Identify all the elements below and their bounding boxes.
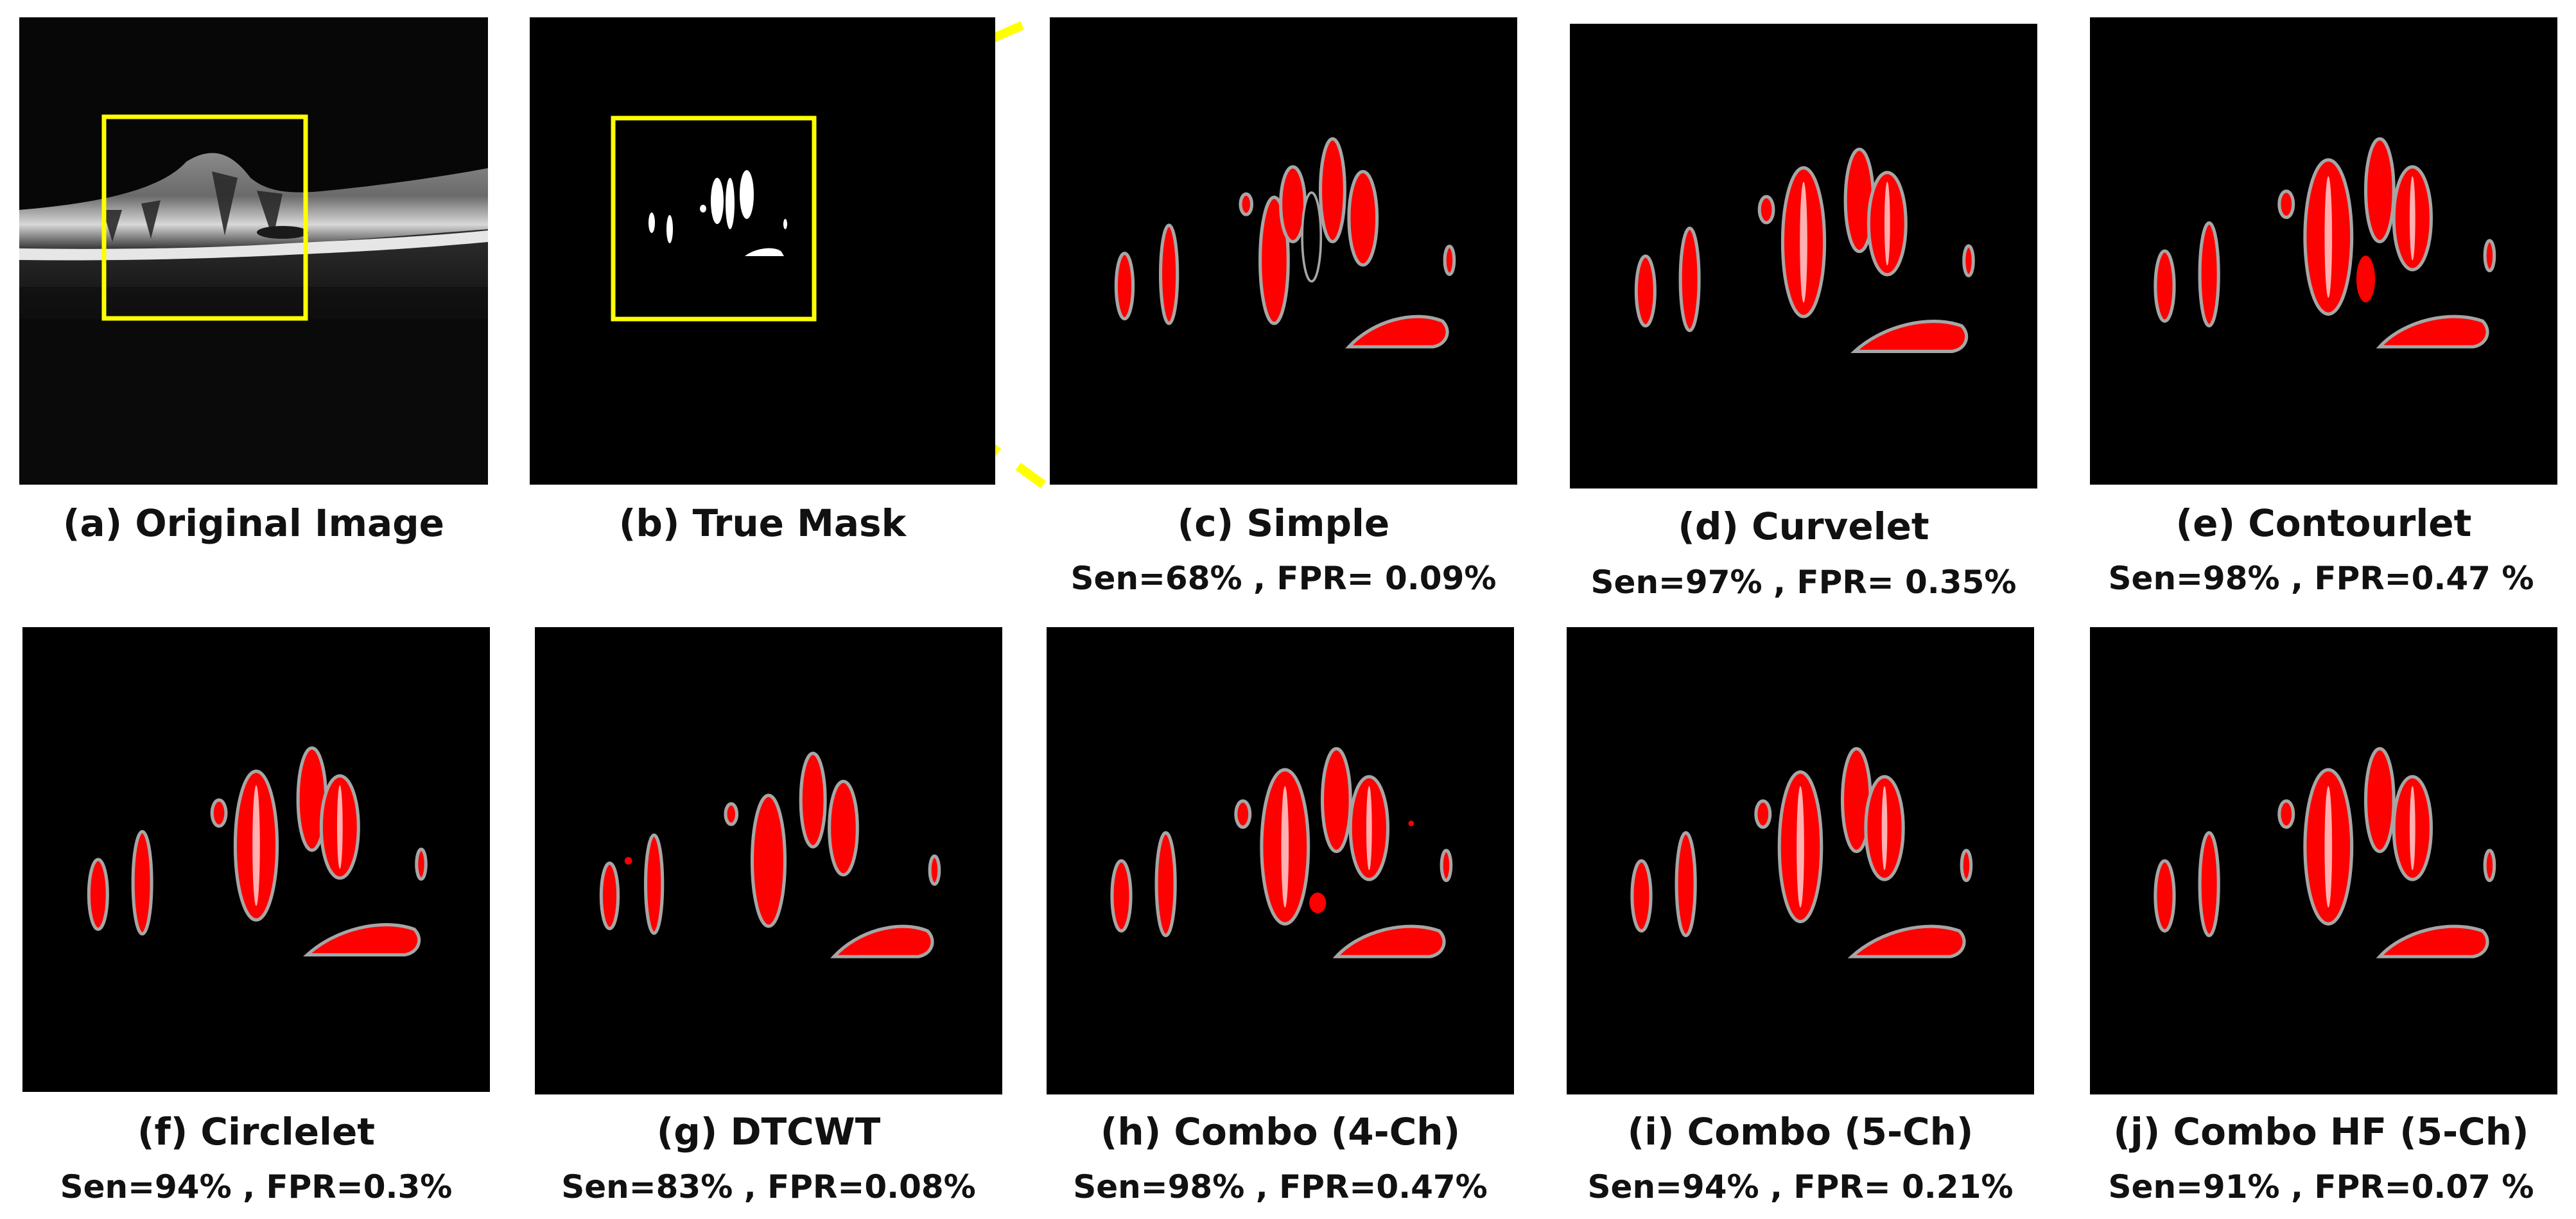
caption-title-d: (d) Curvelet: [1678, 505, 1929, 548]
caption-metric-c: Sen=68% , FPR= 0.09%: [1070, 560, 1497, 597]
panel-combo-hf-5ch: [2090, 627, 2557, 1094]
caption-metric-h: Sen=98% , FPR=0.47%: [1073, 1168, 1488, 1206]
panel-simple: [1050, 17, 1517, 485]
caption-title-e: (e) Contourlet: [2175, 501, 2472, 545]
segmentation-circlelet: [24, 627, 489, 1092]
panel-circlelet: [22, 627, 490, 1092]
zoom-box: [611, 116, 817, 322]
segmentation-contourlet: [2090, 17, 2557, 485]
segmentation-curvelet: [1571, 24, 2036, 488]
caption-title-i: (i) Combo (5-Ch): [1627, 1110, 1974, 1154]
panel-combo-4ch: [1047, 627, 1514, 1094]
true-mask-image: [530, 17, 995, 485]
segmentation-combo-4ch: [1047, 627, 1514, 1094]
roi-box: [101, 114, 308, 321]
panel-dtcwt: [535, 627, 1002, 1094]
panel-curvelet: [1570, 24, 2037, 488]
caption-title-a: (a) Original Image: [62, 501, 445, 545]
segmentation-simple: [1050, 17, 1517, 485]
panel-original-image: [19, 17, 488, 485]
caption-title-h: (h) Combo (4-Ch): [1100, 1110, 1461, 1154]
caption-title-b: (b) True Mask: [618, 501, 907, 545]
segmentation-dtcwt: [535, 627, 1002, 1094]
panel-contourlet: [2090, 17, 2557, 485]
segmentation-combo-5ch: [1567, 627, 2034, 1094]
caption-metric-e: Sen=98% , FPR=0.47 %: [2108, 560, 2534, 597]
caption-metric-j: Sen=91% , FPR=0.07 %: [2108, 1168, 2534, 1206]
panel-combo-5ch: [1567, 627, 2034, 1094]
caption-metric-d: Sen=97% , FPR= 0.35%: [1590, 564, 2017, 601]
caption-title-f: (f) Circlelet: [137, 1110, 376, 1154]
panel-true-mask: [530, 17, 995, 485]
caption-metric-i: Sen=94% , FPR= 0.21%: [1587, 1168, 2014, 1206]
oct-scan-image: [19, 17, 488, 485]
caption-metric-f: Sen=94% , FPR=0.3%: [60, 1168, 453, 1206]
caption-title-j: (j) Combo HF (5-Ch): [2113, 1110, 2529, 1154]
segmentation-combo-hf-5ch: [2090, 627, 2557, 1094]
caption-title-c: (c) Simple: [1177, 501, 1390, 545]
caption-metric-g: Sen=83% , FPR=0.08%: [561, 1168, 976, 1206]
caption-title-g: (g) DTCWT: [656, 1110, 881, 1154]
